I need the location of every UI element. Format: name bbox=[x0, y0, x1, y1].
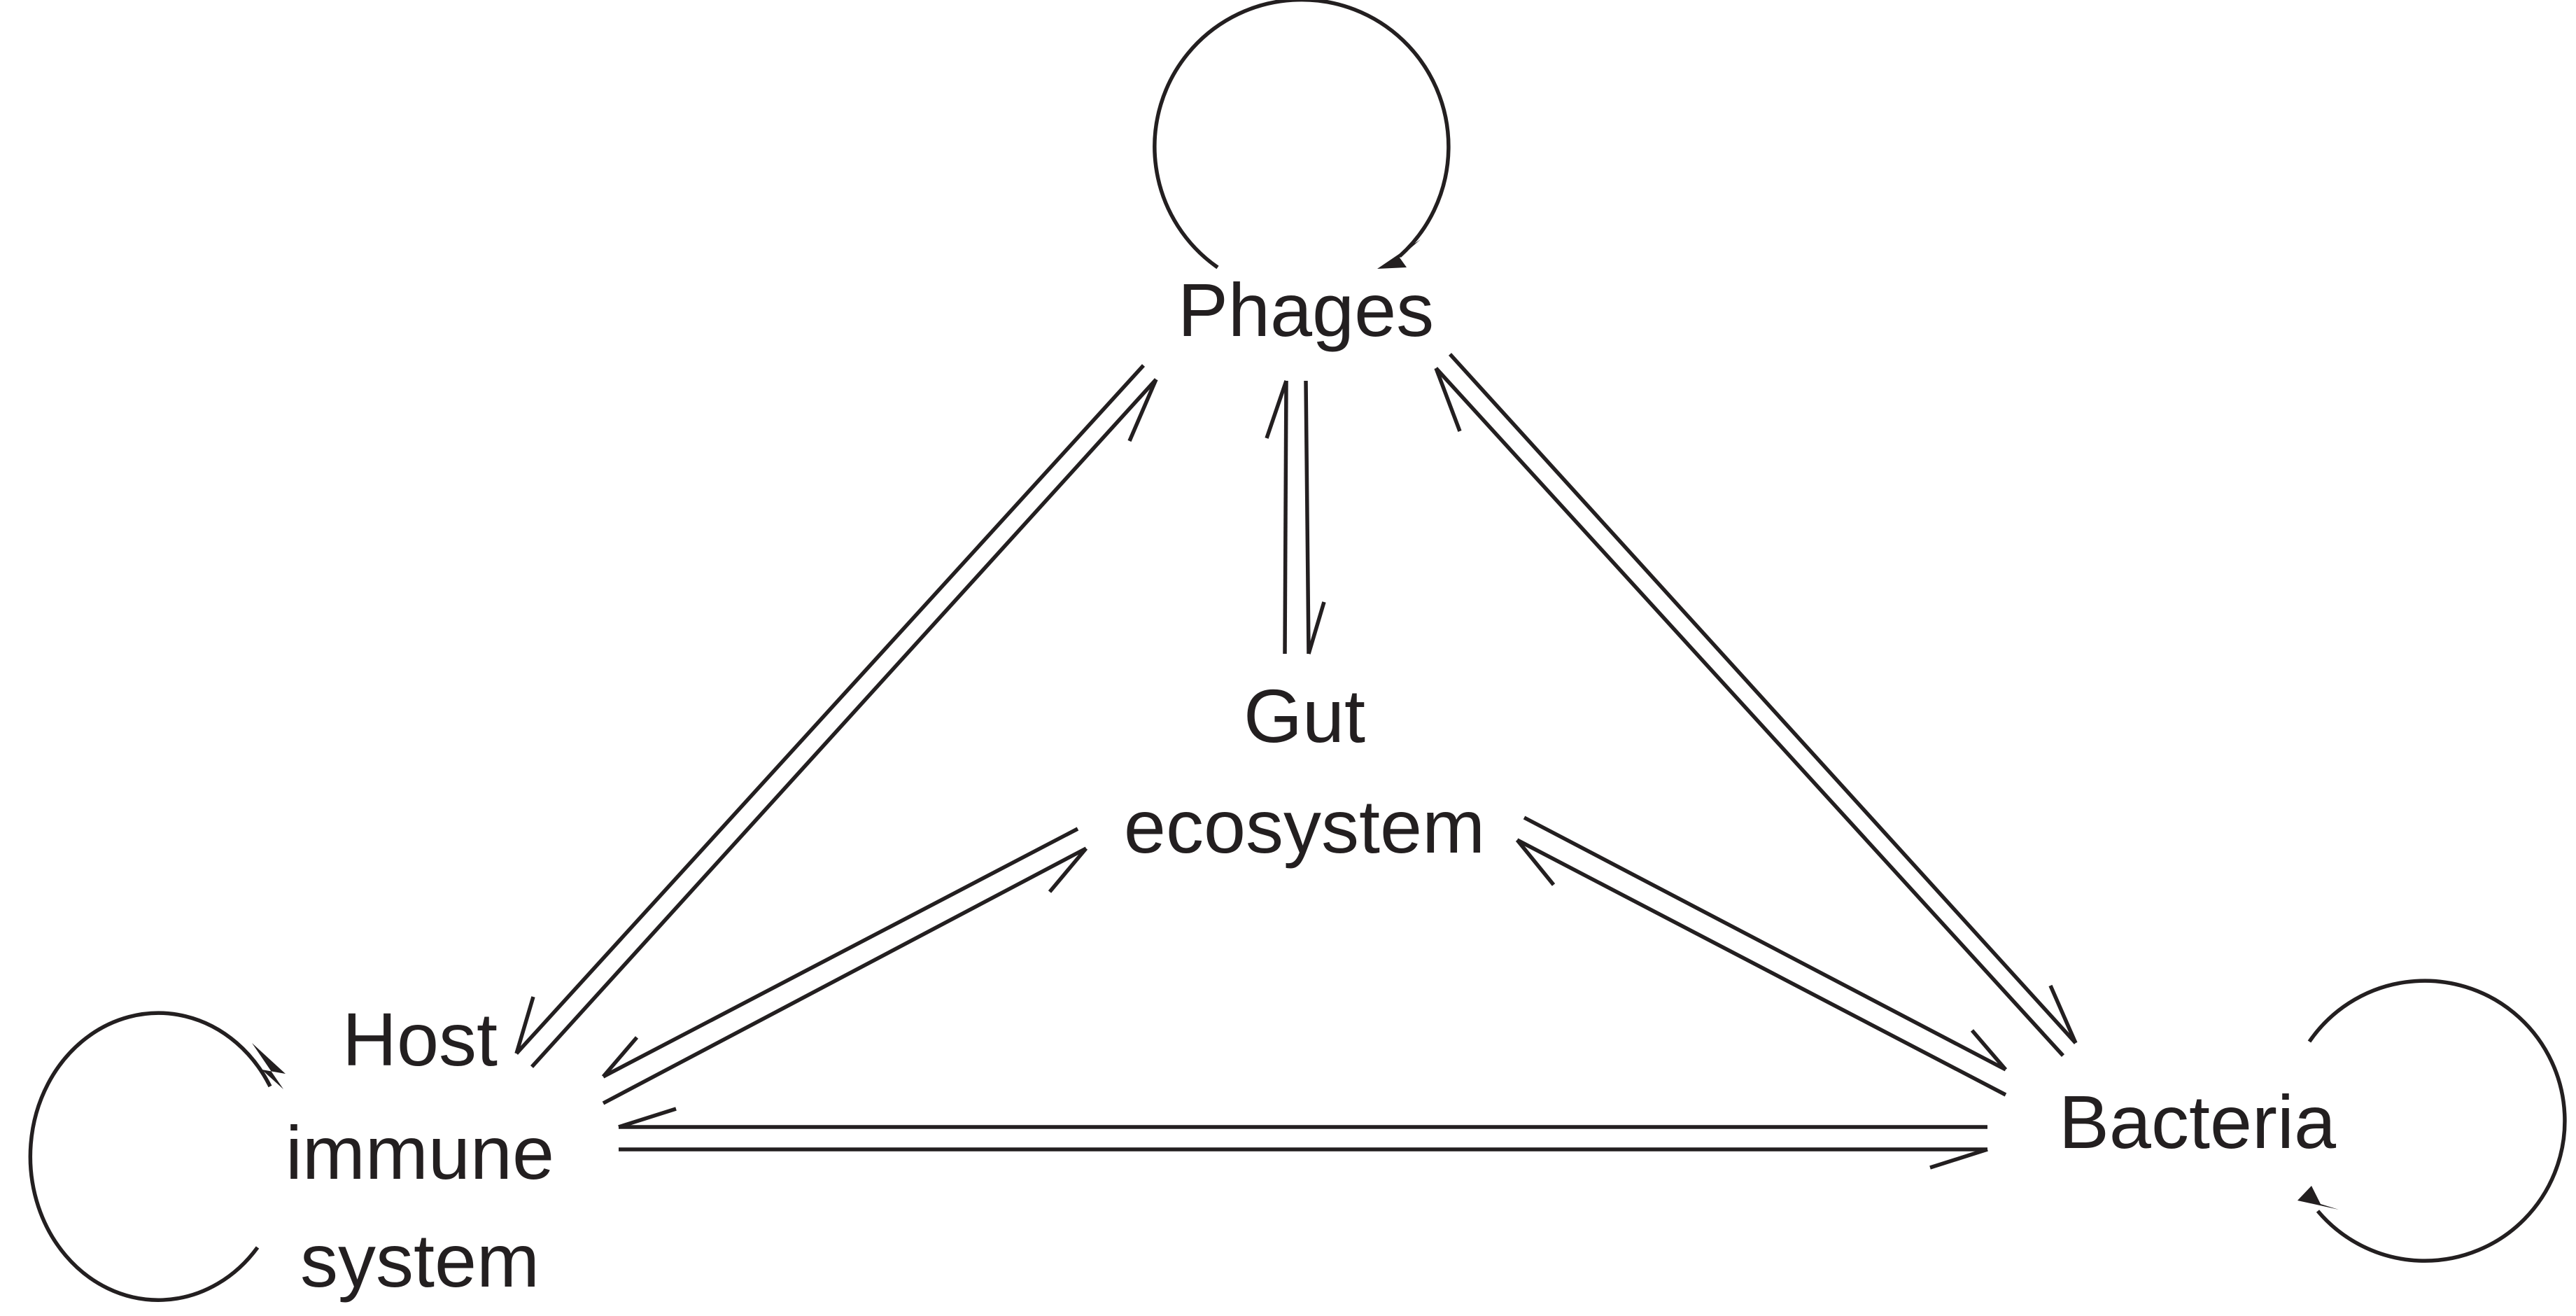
edge-host-to-gut bbox=[602, 846, 1088, 1105]
edge-host-to-bacteria bbox=[619, 1147, 1988, 1170]
node-phages-label: Phages bbox=[1178, 267, 1434, 352]
edge-phages-to-host bbox=[514, 364, 1146, 1055]
edge-bacteria-to-host bbox=[618, 1107, 1987, 1129]
edge-bacteria-to-gut bbox=[1515, 838, 2007, 1097]
node-bacteria-label: Bacteria bbox=[2059, 1079, 2337, 1164]
edge-gut-to-bacteria bbox=[1523, 816, 2008, 1072]
edge-bacteria-to-phages bbox=[1434, 367, 2065, 1057]
node-host-label-line-2: immune bbox=[286, 1110, 554, 1195]
edge-phages-to-gut bbox=[1304, 380, 1326, 654]
node-gut-ecosystem: Gut ecosystem bbox=[1124, 673, 1485, 869]
node-phages: Phages bbox=[1178, 267, 1434, 352]
node-bacteria: Bacteria bbox=[2059, 1079, 2337, 1164]
node-gut-label-line-1: Gut bbox=[1244, 673, 1365, 758]
node-host-label-line-1: Host bbox=[342, 997, 498, 1082]
edge-gut-to-phages bbox=[1265, 380, 1288, 654]
self-loop-phages bbox=[1153, 0, 1451, 270]
self-loop-bacteria bbox=[2297, 979, 2567, 1263]
node-gut-label-line-2: ecosystem bbox=[1124, 784, 1485, 869]
node-host-immune-system: Host immune system bbox=[286, 997, 554, 1303]
self-loop-host bbox=[28, 1011, 286, 1302]
node-host-label-line-3: system bbox=[300, 1218, 540, 1303]
edge-host-to-phages bbox=[530, 378, 1158, 1068]
edge-gut-to-host bbox=[601, 827, 1079, 1079]
edge-phages-to-bacteria bbox=[1448, 353, 2078, 1044]
